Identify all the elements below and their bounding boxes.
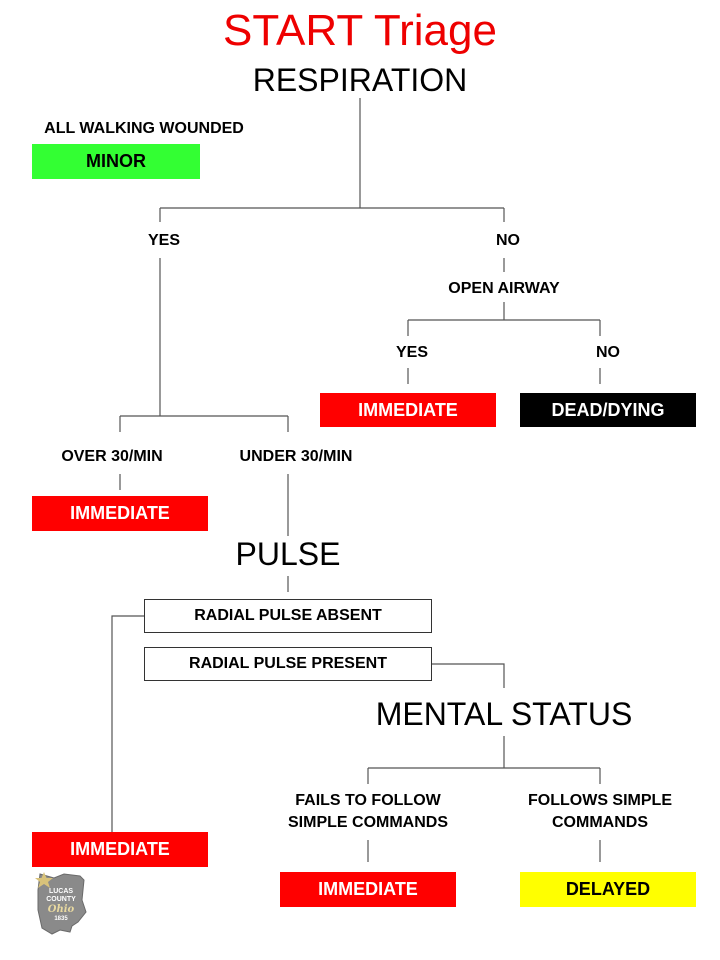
follows-commands-label: FOLLOWS SIMPLE COMMANDS xyxy=(490,790,710,834)
open-airway-label: OPEN AIRWAY xyxy=(448,280,560,297)
ohio-outline-icon xyxy=(35,872,87,935)
airway-yes-label: YES xyxy=(395,344,428,361)
pulse-absent-immediate-tag: IMMEDIATE xyxy=(32,832,208,867)
respiration-yes-label: YES xyxy=(147,232,180,249)
under-rate-label: UNDER 30/MIN xyxy=(239,448,353,465)
page-title: START Triage xyxy=(223,6,497,55)
dead-dying-tag: DEAD/DYING xyxy=(520,393,696,427)
pulse-heading: PULSE xyxy=(235,536,341,572)
radial-pulse-present-box: RADIAL PULSE PRESENT xyxy=(144,647,432,681)
fails-commands-line2: SIMPLE COMMANDS xyxy=(288,814,448,831)
star-icon xyxy=(35,872,53,888)
logo-line2: COUNTY xyxy=(46,896,76,903)
follows-commands-line1: FOLLOWS SIMPLE xyxy=(528,792,672,809)
follows-commands-line2: COMMANDS xyxy=(552,814,648,831)
fails-commands-label: FAILS TO FOLLOW SIMPLE COMMANDS xyxy=(254,790,482,834)
lucas-county-logo: LUCAS COUNTY Ohio 1835 xyxy=(30,870,90,936)
over-rate-label: OVER 30/MIN xyxy=(61,448,163,465)
walking-wounded-label: ALL WALKING WOUNDED xyxy=(44,120,244,137)
logo-year: 1835 xyxy=(54,916,68,922)
radial-pulse-absent-box: RADIAL PULSE ABSENT xyxy=(144,599,432,633)
respiration-no-label: NO xyxy=(496,232,520,249)
connector-present-to-mental xyxy=(432,663,505,688)
mental-fails-immediate-tag: IMMEDIATE xyxy=(280,872,456,907)
mental-status-heading: MENTAL STATUS xyxy=(375,696,633,732)
fails-commands-line1: FAILS TO FOLLOW xyxy=(295,792,441,809)
logo-script: Ohio xyxy=(47,904,75,915)
respiration-heading: RESPIRATION xyxy=(252,62,468,98)
airway-no-label: NO xyxy=(596,344,620,361)
minor-tag: MINOR xyxy=(32,144,200,179)
logo-line1: LUCAS xyxy=(48,888,74,895)
over-rate-immediate-tag: IMMEDIATE xyxy=(32,496,208,531)
delayed-tag: DELAYED xyxy=(520,872,696,907)
connector-absent-to-tag xyxy=(111,615,144,832)
airway-immediate-tag: IMMEDIATE xyxy=(320,393,496,427)
